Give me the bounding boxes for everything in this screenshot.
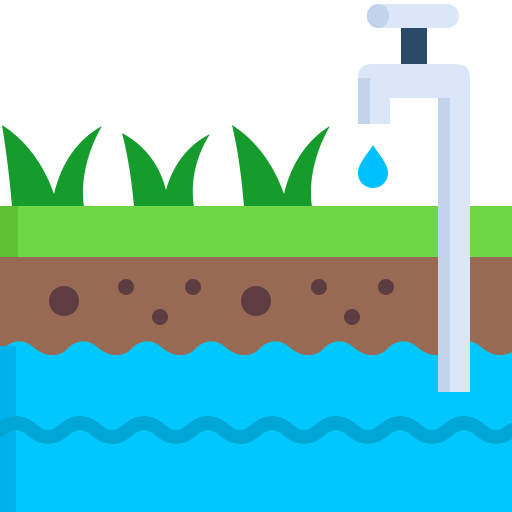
- grass-tufts: [2, 125, 330, 207]
- soil-pebble: [378, 279, 394, 295]
- water-wave-line: [0, 416, 512, 444]
- grass-left-edge: [0, 206, 18, 258]
- soil-dots: [49, 279, 394, 325]
- water-drop-icon: [358, 145, 388, 188]
- soil-pebble: [185, 279, 201, 295]
- grass-surface-icon: [0, 206, 512, 258]
- faucet-handle-icon: [367, 4, 459, 28]
- well-pipe-icon: [358, 4, 470, 392]
- pipe-shadow: [438, 98, 450, 392]
- soil-pebble: [118, 279, 134, 295]
- faucet-stem: [401, 26, 427, 64]
- grass-tuft-icon: [122, 133, 210, 207]
- soil-pebble: [311, 279, 327, 295]
- pipe-spout-shadow: [358, 78, 370, 124]
- soil-pebble: [152, 309, 168, 325]
- faucet-handle-shadow: [367, 4, 389, 28]
- grass-tuft-icon: [232, 125, 330, 207]
- soil-pebble: [241, 286, 271, 316]
- soil-pebble: [49, 286, 79, 316]
- grass-tuft-icon: [2, 125, 102, 207]
- soil-pebble: [344, 309, 360, 325]
